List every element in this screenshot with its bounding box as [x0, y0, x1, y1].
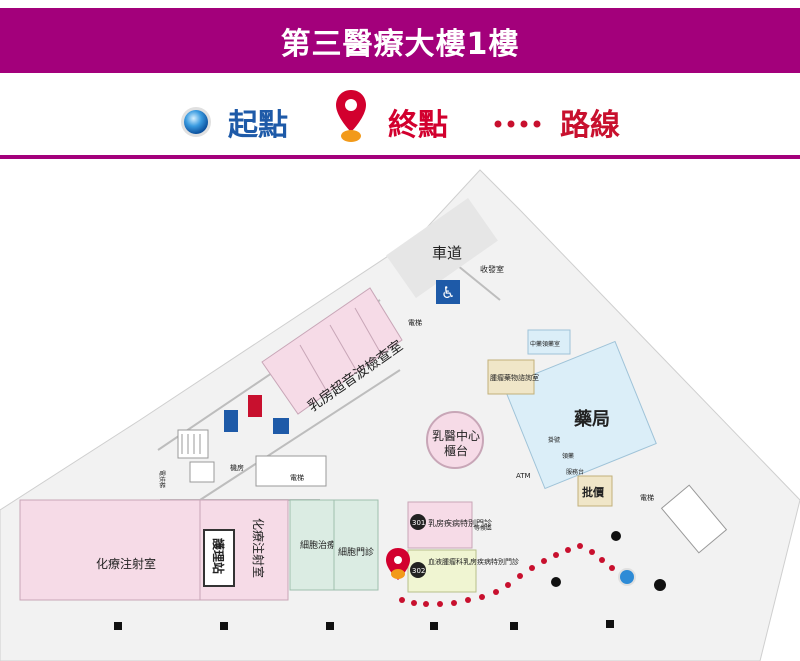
elevator-right-label: 電梯: [640, 493, 654, 502]
legend-end-label: 終點: [388, 108, 448, 143]
title-bar: 第三醫療大樓1樓: [0, 8, 800, 73]
legend-start-label: 起點: [228, 108, 288, 143]
page-title: 第三醫療大樓1樓: [280, 26, 520, 62]
elevator-left: [189, 461, 215, 483]
floor-map: 車道 收發室 ♿ 電梯 乳房超音波檢查室 機房 電梯 化療注射室 化療注射室 護…: [0, 169, 800, 661]
cell-clinic-label: 細胞門診: [338, 546, 374, 558]
registration-a-label: 掛號: [548, 436, 560, 444]
legend: 起點 終點 路線: [0, 82, 800, 154]
chemo-injection-left-label: 化療注射室: [96, 556, 156, 571]
cashier-label: 批價: [582, 485, 605, 499]
hemato-clinic-302-label: 血液腫瘤科乳房疾病特別門診: [428, 557, 519, 566]
start-marker-icon: [181, 107, 211, 137]
pharmacy-area: [503, 340, 657, 490]
route-path: [399, 543, 615, 607]
cashier-room: [577, 475, 613, 507]
womens-toilet-icon: [248, 395, 262, 417]
breast-center-counter-label: 櫃台: [444, 443, 468, 458]
start-point-icon: [618, 568, 636, 586]
chinese-herbal-label: 中藥領藥室: [530, 340, 560, 348]
accessible-toilet-icon: [436, 280, 460, 304]
waiting-label: 等候區: [474, 524, 492, 532]
elevator-mid-label: 電梯: [290, 473, 304, 482]
breast-ultrasound-room: [261, 287, 403, 415]
mens-toilet-icon: [224, 410, 238, 432]
atm-label: ATM: [516, 472, 531, 480]
escalator-label: 電扶梯: [158, 470, 166, 488]
end-pin-icon: [336, 90, 366, 142]
route-dots-icon: [494, 120, 541, 128]
stairs-left: [177, 429, 209, 459]
breast-clinic-301-label: 乳房疾病特別門診: [428, 518, 492, 528]
escalator-right: [660, 484, 728, 554]
svg-text:♿: ♿: [441, 283, 455, 302]
header-divider: [0, 155, 800, 159]
pharmacy-label: 藥局: [573, 409, 610, 430]
chemo-injection-mid-label: 化療注射室: [251, 518, 266, 578]
pillars: [114, 531, 666, 630]
lane-label: 車道: [432, 244, 462, 262]
destination-pin-icon: [386, 548, 410, 580]
cell-therapy-room: [289, 499, 335, 591]
clinic-301-number: 301: [412, 519, 425, 527]
breast-center-label: 乳醫中心: [432, 428, 480, 443]
nurse-station-label: 護理站: [211, 538, 226, 574]
registration-b-label: 領藥: [562, 452, 574, 460]
accessible-toilet-2-icon: [273, 418, 289, 434]
elevator-top-label: 電梯: [408, 318, 422, 327]
interior-walls: [157, 234, 501, 501]
tumor-consult-room: [487, 359, 535, 395]
breast-center-counter: [426, 411, 484, 469]
receiving-label: 收發室: [480, 264, 504, 274]
registration-c-label: 服務台: [566, 468, 584, 476]
storage-label: 機房: [230, 463, 244, 472]
elevator-mid: [255, 455, 327, 487]
clinic-302-number: 302: [412, 567, 425, 575]
chinese-herbal-room: [527, 329, 571, 355]
lane-area: [386, 198, 498, 298]
chemo-injection-left-room: [19, 499, 201, 601]
cell-clinic-room: [333, 499, 379, 591]
legend-route-label: 路線: [560, 108, 620, 143]
tumor-consult-label: 腫瘤藥物諮詢室: [490, 373, 539, 382]
nurse-station: [203, 529, 235, 587]
